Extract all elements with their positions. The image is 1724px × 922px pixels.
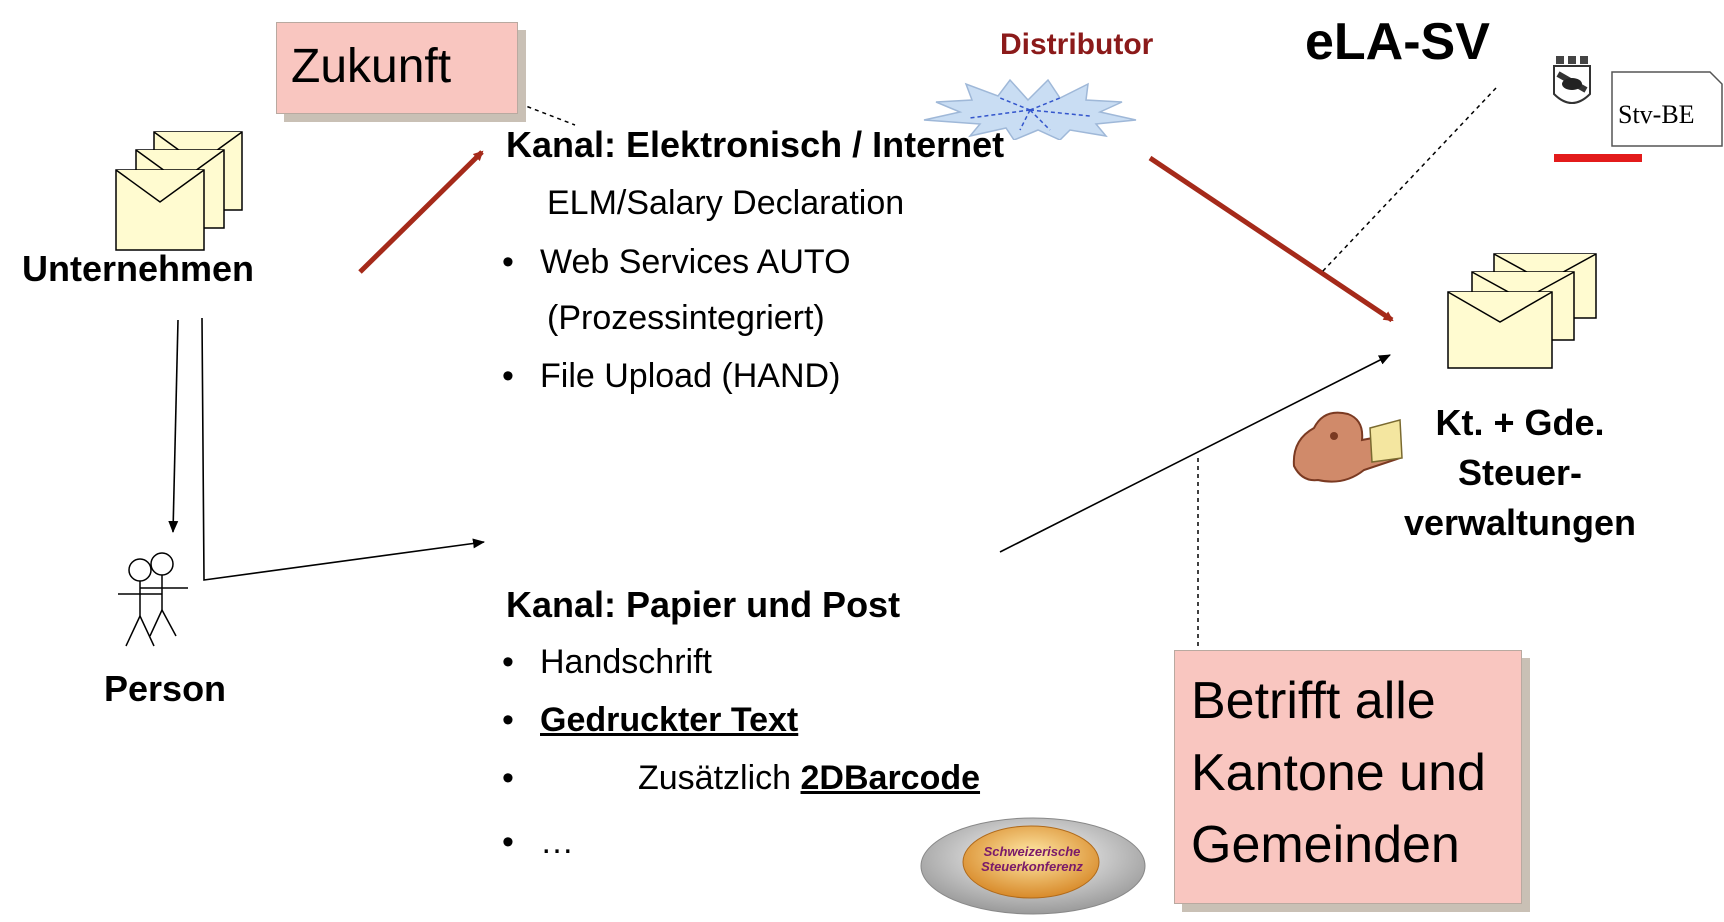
ela-sv-title: eLA-SV (1305, 13, 1490, 71)
dashed-ela (1321, 87, 1497, 273)
electronic-item-web-services-note: (Prozessintegriert) (547, 299, 825, 337)
betrifft-line1: Betrifft alle (1191, 672, 1436, 730)
person-icon (118, 552, 188, 647)
tax-label-line3: verwaltungen (1403, 502, 1637, 543)
arrow-unternehmen-to-person (168, 319, 179, 533)
electronic-item-web-services: •Web Services AUTO (502, 243, 851, 281)
tax-label-line2: Steuer- (1457, 452, 1583, 493)
electronic-channel-heading: Kanal: Elektronisch / Internet (506, 124, 1005, 165)
betrifft-line3: Gemeinden (1191, 816, 1460, 874)
paper-channel-heading: Kanal: Papier und Post (506, 584, 901, 625)
arrow-unternehmen-to-paper (201, 317, 485, 581)
bern-coat-of-arms-icon (1553, 56, 1642, 162)
distributor-label: Distributor (1000, 28, 1154, 61)
zukunft-callout: Zukunft (276, 22, 525, 121)
electronic-channel-subheading: ELM/Salary Declaration (547, 184, 905, 222)
clerk-figure-icon (1292, 411, 1403, 483)
arrow-paper-to-tax (999, 354, 1391, 553)
betrifft-line2: Kantone und (1191, 744, 1486, 802)
zukunft-label: Zukunft (291, 40, 452, 93)
person-label: Person (104, 668, 227, 709)
paper-item-handschrift: •Handschrift (502, 643, 712, 681)
stv-be-label: Stv-BE (1618, 100, 1695, 129)
betrifft-callout: Betrifft alle Kantone und Gemeinden (1174, 650, 1529, 911)
distributor-icon (923, 78, 1137, 140)
stv-be-note-icon (1611, 71, 1723, 147)
paper-item-2dbarcode: •Zusätzlich 2DBarcode (502, 759, 981, 797)
tax-label-line1: Kt. + Gde. (1435, 402, 1605, 443)
electronic-item-file-upload: •File Upload (HAND) (502, 357, 841, 395)
arrow-unternehmen-to-electronic (358, 150, 484, 274)
paper-item-gedruckter-text: •Gedruckter Text (502, 701, 799, 739)
logo-text-line2: Steuerkonferenz (981, 859, 1083, 874)
unternehmen-label: Unternehmen (22, 248, 255, 289)
paper-item-ellipsis: •… (502, 823, 574, 861)
envelope-stack-unternehmen-icon (115, 131, 243, 251)
arrow-electronic-to-tax (1148, 155, 1394, 323)
envelope-stack-tax-icon (1447, 253, 1597, 369)
steuerkonferenz-logo: Schweizerische Steuerkonferenz (918, 800, 1148, 917)
logo-text-line1: Schweizerische (983, 844, 1081, 859)
